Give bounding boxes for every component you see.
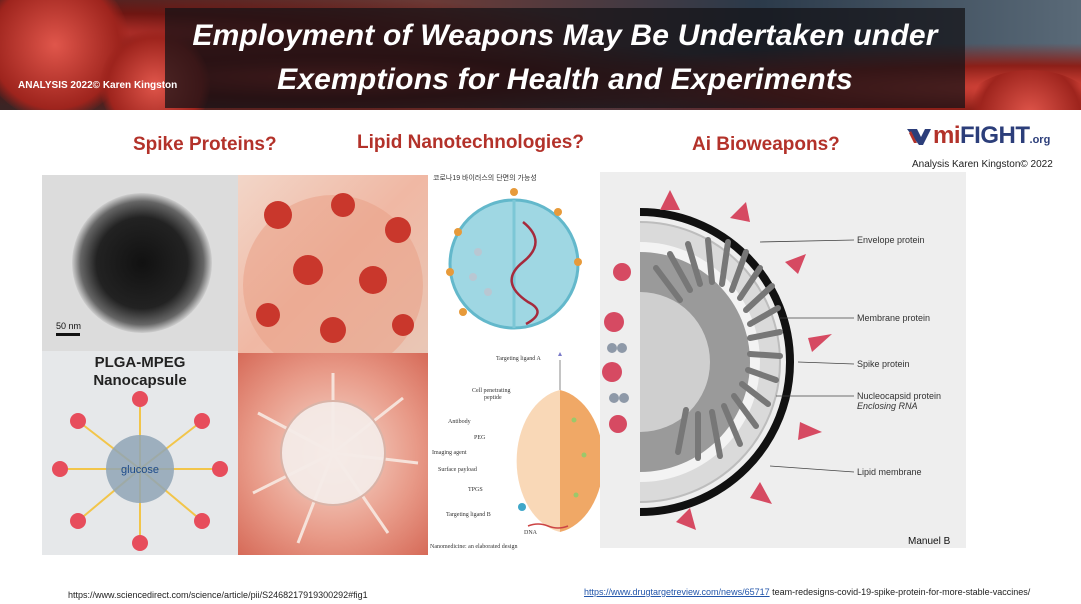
nanomedicine-diagram-image: Targeting ligand A Cell penetrating pept…: [428, 350, 600, 550]
virus-render-graphic: [252, 373, 419, 544]
nanocapsule-graphic: PLGA-MPEG Nanocapsule glucose: [52, 354, 228, 551]
fist-icon: [907, 129, 931, 145]
lipid-nanoparticle-graphic: 코로나19 바이러스의 단면의 가능성: [433, 173, 582, 330]
logo-org: .org: [1029, 134, 1051, 146]
header-banner: Employment of Weapons May Be Undertaken …: [0, 0, 1081, 110]
logo-text: miFIGHT: [933, 122, 1030, 149]
heading-lipid-nanotech: Lipid Nanotechnologies?: [357, 132, 584, 153]
virus-cross-section-image: Envelope protein Membrane protein Spike …: [600, 172, 966, 548]
label-imaging: Imaging agent: [432, 450, 467, 456]
mifight-logo: miFIGHT .org: [905, 121, 1050, 151]
virus-decoration: [960, 70, 1081, 110]
nanomedicine-diagram-graphic: Targeting ligand A Cell penetrating pept…: [430, 352, 600, 550]
core-label: glucose: [121, 464, 159, 476]
label-cell-penetrating-2: peptide: [484, 395, 502, 401]
nanocapsule-image: PLGA-MPEG Nanocapsule glucose: [42, 351, 238, 555]
label-spike: Spike protein: [857, 359, 910, 369]
analysis-credit: Analysis Karen Kingston© 2022: [912, 159, 1053, 170]
label-antibody: Antibody: [448, 419, 471, 425]
virus-cross-section-graphic: Envelope protein Membrane protein Spike …: [602, 190, 951, 547]
label-tpgs: TPGS: [468, 487, 483, 493]
title-line-1: Employment of Weapons May Be Undertaken …: [192, 19, 938, 52]
micrograph-image: 50 nm: [42, 175, 238, 351]
title-backdrop: [165, 8, 965, 108]
label-surface-payload: Surface payload: [438, 466, 477, 473]
virus-render-image: [238, 353, 428, 555]
source-link-left[interactable]: https://www.sciencedirect.com/science/ar…: [68, 590, 368, 600]
source-link-right: https://www.drugtargetreview.com/news/65…: [584, 587, 1030, 597]
heading-ai-bioweapons: Ai Bioweapons?: [692, 134, 840, 155]
label-bottom-caption: Nanomedicine: an elaborated design: [430, 544, 517, 550]
label-membrane: Membrane protein: [857, 313, 930, 323]
spike-closeup-image: [238, 175, 428, 353]
scale-label: 50 nm: [56, 321, 81, 331]
micrograph-graphic: 50 nm: [42, 175, 238, 351]
label-dna: DNA: [524, 530, 538, 536]
label-peg: PEG: [474, 435, 486, 441]
drugtarget-link[interactable]: https://www.drugtargetreview.com/news/65…: [584, 587, 770, 597]
label-lipid: Lipid membrane: [857, 467, 922, 477]
header-credit: ANALYSIS 2022© Karen Kingston: [18, 80, 178, 91]
lipid-nanoparticle-image: 코로나19 바이러스의 단면의 가능성: [428, 172, 600, 348]
lipid-caption: 코로나19 바이러스의 단면의 가능성: [433, 173, 537, 182]
label-envelope: Envelope protein: [857, 235, 925, 245]
nanocapsule-title-2: Nanocapsule: [93, 372, 186, 389]
artist-credit: Manuel B: [908, 536, 951, 547]
heading-spike-proteins: Spike Proteins?: [133, 134, 277, 155]
label-enclosing-rna: Enclosing RNA: [857, 401, 918, 411]
nanocapsule-title-1: PLGA-MPEG: [95, 354, 186, 371]
label-nucleocapsid: Nucleocapsid protein: [857, 391, 941, 401]
link-rest: team-redesigns-covid-19-spike-protein-fo…: [769, 587, 1031, 597]
spike-closeup-graphic: [243, 193, 423, 353]
label-targeting-a: Targeting ligand A: [496, 356, 541, 362]
title-line-2: Exemptions for Health and Experiments: [277, 63, 853, 96]
label-targeting-b: Targeting ligand B: [446, 512, 491, 518]
label-cell-penetrating-1: Cell penetrating: [472, 388, 511, 394]
page-title: Employment of Weapons May Be Undertaken …: [165, 14, 965, 102]
